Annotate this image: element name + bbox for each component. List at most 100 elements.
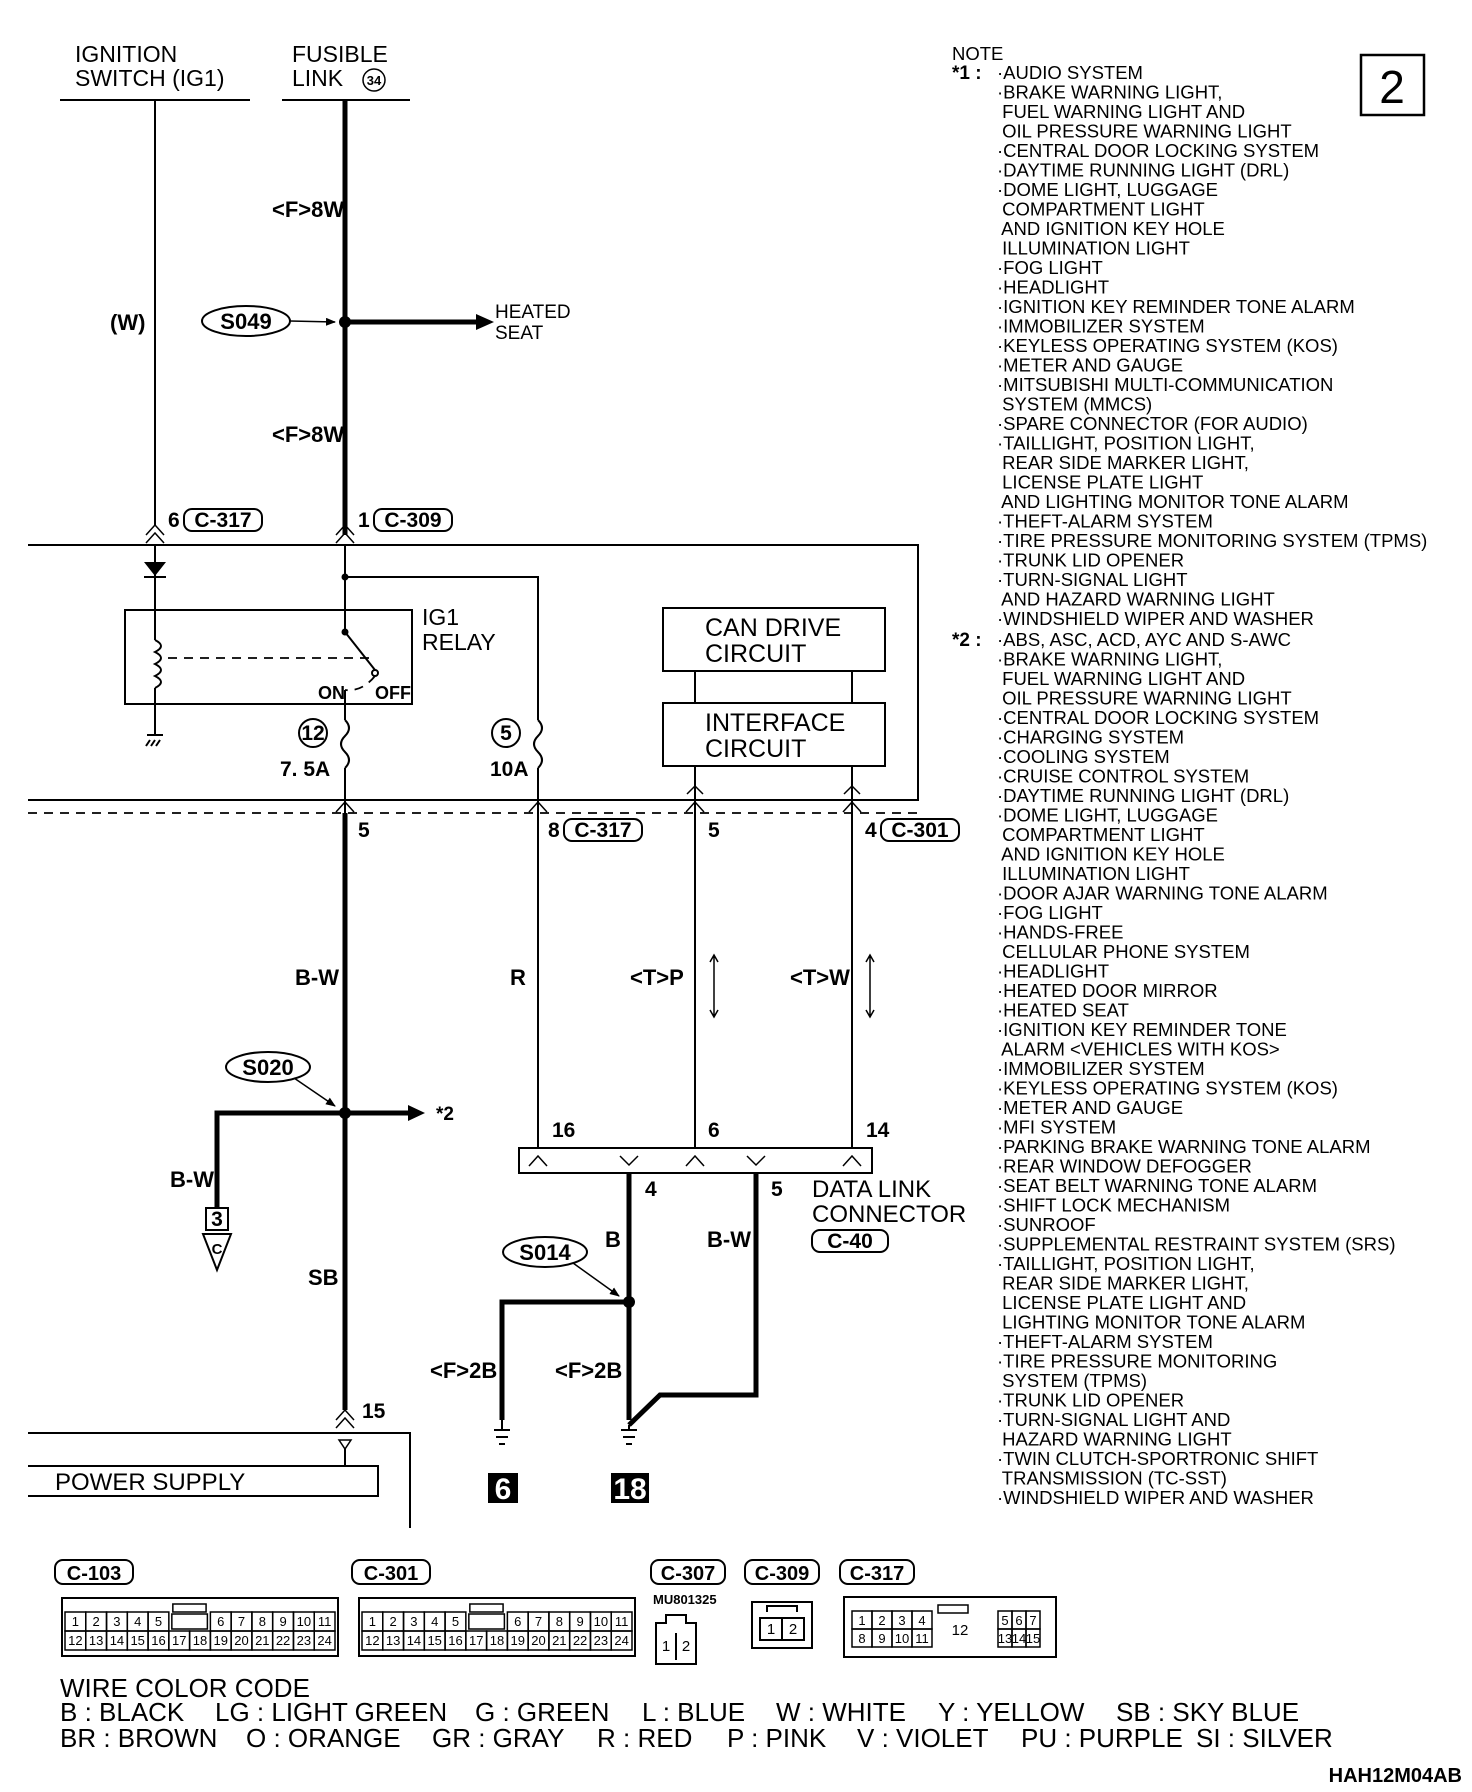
can-drive-circuit-box xyxy=(662,607,886,672)
relay-off-contact xyxy=(371,669,379,677)
dlc-pin-symbols-bottom xyxy=(619,1155,766,1167)
wire-label-tw: <T>W xyxy=(790,965,850,990)
wire-color-entry: V : VIOLET xyxy=(857,1723,989,1753)
note-item: ·DOME LIGHT, LUGGAGE xyxy=(997,805,1218,826)
wire-color-entry: B : BLACK xyxy=(60,1697,185,1727)
pin-number: 4 xyxy=(134,1614,141,1629)
note-star1: *1 : xyxy=(952,63,982,84)
wire-color-entry: G : GREEN xyxy=(475,1697,609,1727)
pin-number: 7 xyxy=(1029,1613,1036,1628)
note-item: OIL PRESSURE WARNING LIGHT xyxy=(997,688,1292,709)
pin-number: 5 xyxy=(452,1614,459,1629)
heated-seat-arrow xyxy=(476,314,494,330)
pin-number: 13 xyxy=(386,1633,400,1648)
pin-number: 10 xyxy=(895,1631,909,1646)
wire-bw-dlc xyxy=(627,1173,759,1427)
c317-mid-pin: 8 xyxy=(548,819,560,842)
c307-part-number: MU801325 xyxy=(653,1592,717,1607)
pin-number: 1 xyxy=(858,1613,865,1628)
c309-top-box xyxy=(373,508,453,532)
fuse-5-icon xyxy=(533,719,543,769)
wire-color-entry: BR : BROWN xyxy=(60,1723,217,1753)
pin-number: 21 xyxy=(255,1633,269,1648)
note-item: ·TURN-SIGNAL LIGHT xyxy=(997,569,1188,590)
note-item: ·DAYTIME RUNNING LIGHT (DRL) xyxy=(997,785,1289,806)
note-item: ·HEADLIGHT xyxy=(997,277,1109,298)
c307-id: C-307 xyxy=(661,1563,715,1585)
fusible-link-label-1: FUSIBLE xyxy=(292,41,388,67)
pin-number: 7 xyxy=(535,1614,542,1629)
note-item: ·TRUNK LID OPENER xyxy=(997,550,1184,571)
dlc-pin-5: 5 xyxy=(771,1178,783,1201)
note-item: ·AUDIO SYSTEM xyxy=(997,62,1143,83)
pin-number: 10 xyxy=(594,1614,608,1629)
pin-number: 15 xyxy=(427,1633,441,1648)
pin-number: 1 xyxy=(369,1614,376,1629)
pin-number: 15 xyxy=(1026,1631,1040,1646)
note-item: ·ABS, ASC, ACD, AYC AND S-AWC xyxy=(997,629,1291,650)
interface-label-2: CIRCUIT xyxy=(705,735,806,763)
note-item: AND IGNITION KEY HOLE xyxy=(997,218,1225,239)
pin-number: 6 xyxy=(1015,1613,1022,1628)
wire-label-b: B xyxy=(605,1227,621,1252)
note-item: ·DAYTIME RUNNING LIGHT (DRL) xyxy=(997,160,1289,181)
relay-switch-arm xyxy=(344,631,376,671)
wire-bw-branch xyxy=(214,1110,345,1208)
power-supply-outer xyxy=(28,1432,411,1528)
wire-color-entry: P : PINK xyxy=(727,1723,827,1753)
ignition-switch-label-2: SWITCH (IG1) xyxy=(75,65,225,91)
pin-number: 4 xyxy=(431,1614,438,1629)
pin-number: 24 xyxy=(317,1633,331,1648)
note-item: ·TIRE PRESSURE MONITORING SYSTEM (TPMS) xyxy=(997,530,1427,551)
note-item: ·KEYLESS OPERATING SYSTEM (KOS) xyxy=(997,335,1338,356)
c309-outline xyxy=(751,1601,813,1649)
note-item: AND LIGHTING MONITOR TONE ALARM xyxy=(997,491,1349,512)
c301-mid-id: C-301 xyxy=(891,819,949,842)
note-item: ·CENTRAL DOOR LOCKING SYSTEM xyxy=(997,140,1319,161)
ref3-letter: C xyxy=(212,1241,223,1258)
pin-number: 24 xyxy=(614,1633,628,1648)
connector-latch xyxy=(469,1603,504,1613)
power-supply-label: POWER SUPPLY xyxy=(55,1469,245,1496)
note-item: ·DOOR AJAR WARNING TONE ALARM xyxy=(997,883,1328,904)
pin-number: 11 xyxy=(318,1614,332,1629)
note-item: ·METER AND GAUGE xyxy=(997,1097,1183,1118)
c309-top-id: C-309 xyxy=(384,509,441,532)
note-list-1: ·AUDIO SYSTEM·BRAKE WARNING LIGHT, FUEL … xyxy=(997,62,1427,629)
c309-id-box xyxy=(744,1559,820,1585)
note-item: TRANSMISSION (TC-SST) xyxy=(997,1468,1227,1489)
dlc-label-1: DATA LINK xyxy=(812,1176,931,1203)
ig1-relay-label-2: RELAY xyxy=(422,629,496,655)
wire-color-entry: O : ORANGE xyxy=(246,1723,401,1753)
pin-number: 3 xyxy=(113,1614,120,1629)
c317-mid-id: C-317 xyxy=(574,819,631,842)
wire-color-entry: Y : YELLOW xyxy=(938,1697,1085,1727)
splice-s014-oval xyxy=(502,1236,588,1268)
pin-number: 6 xyxy=(217,1614,224,1629)
c309-pin-2: 2 xyxy=(789,1621,797,1638)
wire-label-w: (W) xyxy=(110,310,145,335)
pin-number: 21 xyxy=(552,1633,566,1648)
note-item: CELLULAR PHONE SYSTEM xyxy=(997,941,1250,962)
pin-number: 7 xyxy=(238,1614,245,1629)
connector-latch xyxy=(937,1604,969,1614)
connector-outline xyxy=(358,1597,636,1657)
note-item: ·BRAKE WARNING LIGHT, xyxy=(997,82,1222,103)
pin-number: 8 xyxy=(259,1614,266,1629)
note-item: ·WINDSHIELD WIPER AND WASHER xyxy=(997,608,1314,629)
dlc-pin-14: 14 xyxy=(866,1119,890,1142)
splice-s049: S049 xyxy=(220,309,271,334)
pin-number: 22 xyxy=(276,1633,290,1648)
note-item: AND HAZARD WARNING LIGHT xyxy=(997,589,1275,610)
c317-top-pin-symbol xyxy=(145,523,165,544)
note-item: ILLUMINATION LIGHT xyxy=(997,238,1190,259)
note-item: ·COOLING SYSTEM xyxy=(997,746,1170,767)
note-item: ·FOG LIGHT xyxy=(997,257,1103,278)
pin-number: 4 xyxy=(918,1613,925,1628)
bidirectional-arrow-icon-2 xyxy=(865,953,875,1019)
ground-18-box xyxy=(611,1473,649,1503)
note-item: FUEL WARNING LIGHT AND xyxy=(997,101,1245,122)
